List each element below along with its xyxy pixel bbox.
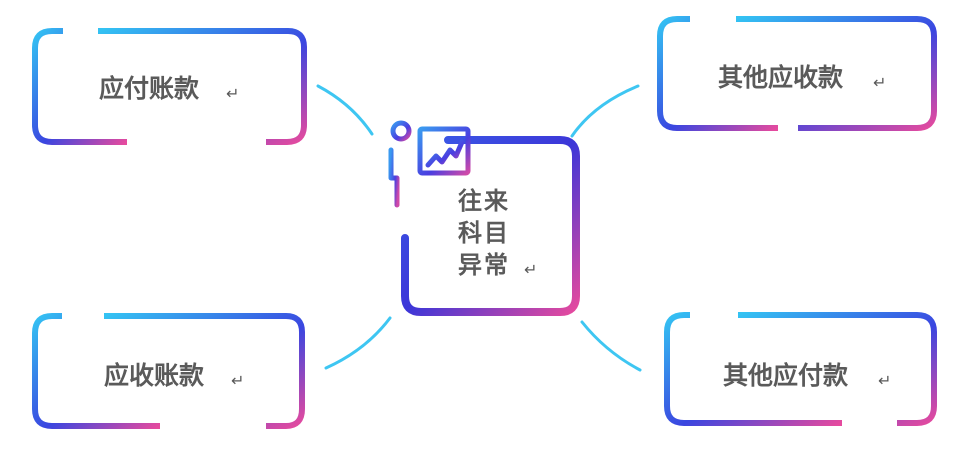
connectors (316, 84, 642, 372)
node-label-top-right: 其他应收款 (718, 63, 844, 92)
return-mark-top-left: ↵ (226, 84, 239, 103)
connector-top-right (570, 84, 640, 138)
return-mark-bottom-right: ↵ (878, 371, 891, 390)
center-label-line1: 往来 (458, 187, 510, 215)
return-mark-top-right: ↵ (873, 73, 886, 92)
presenter-chart-icon (388, 120, 471, 208)
return-mark-bottom-left: ↵ (231, 371, 244, 390)
node-label-top-left: 应付账款 (99, 74, 200, 103)
node-label-bottom-right: 其他应付款 (723, 361, 849, 390)
node-label-bottom-left: 应收账款 (104, 361, 205, 390)
return-mark-center: ↵ (524, 260, 537, 279)
node-box-top-left (32, 28, 307, 145)
node-box-bottom-left (32, 313, 305, 429)
node-box-top-right (657, 16, 937, 131)
connector-bottom-right (580, 320, 642, 372)
node-box-bottom-right (664, 312, 937, 426)
center-label-line2: 科目 (458, 219, 510, 247)
connector-top-left (316, 84, 374, 136)
center-node-box (401, 136, 580, 316)
center-label-line3: 异常 (458, 251, 510, 279)
connector-bottom-left (324, 316, 392, 370)
